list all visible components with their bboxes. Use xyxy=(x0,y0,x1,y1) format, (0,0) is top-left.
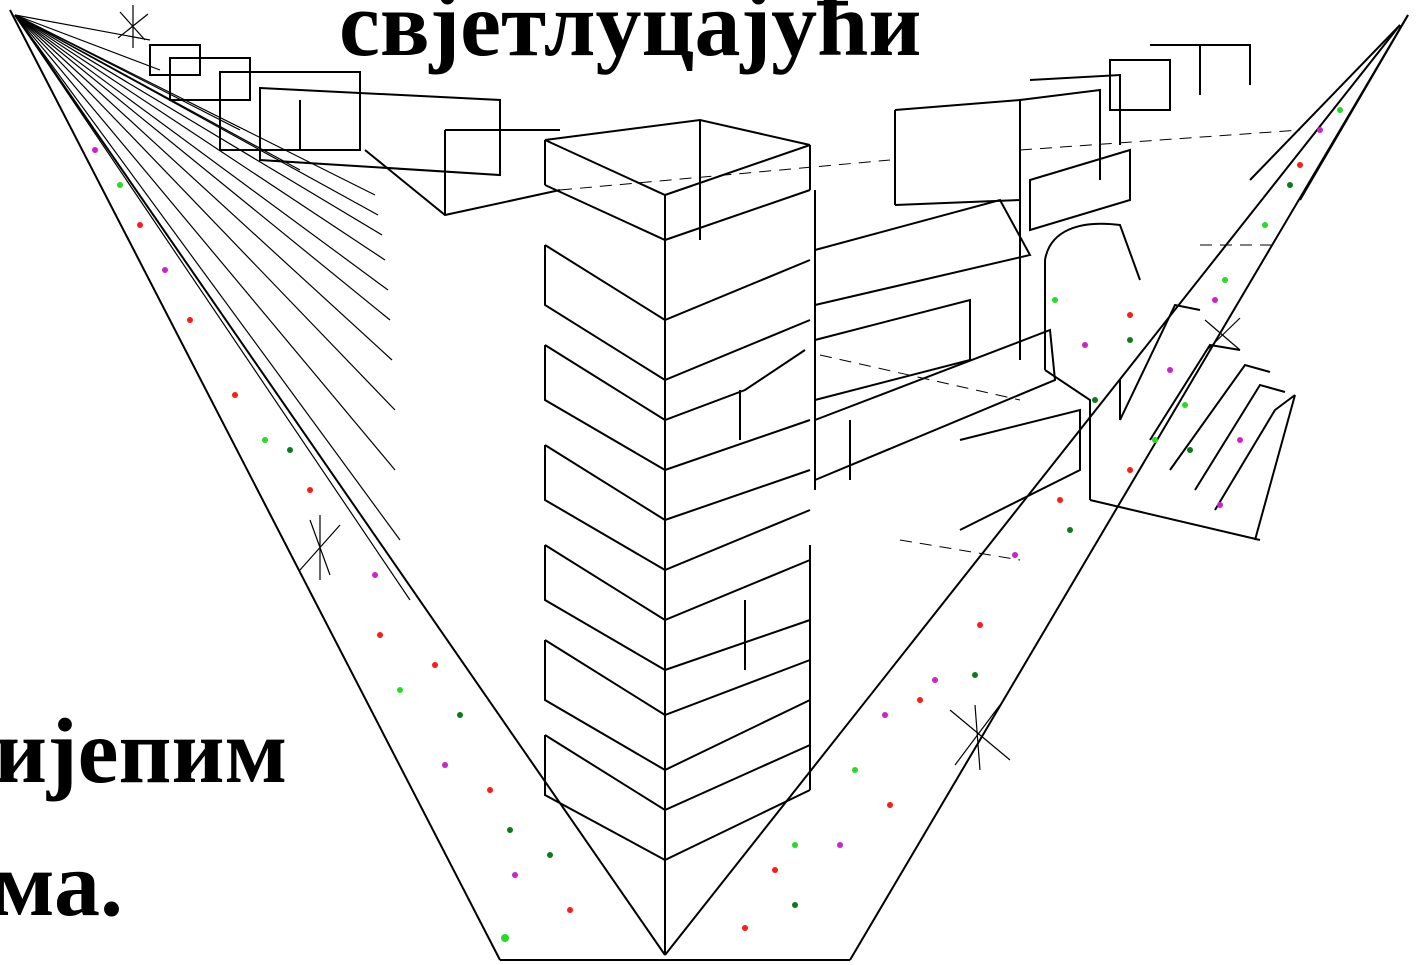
left-vanishing-rays xyxy=(14,14,411,601)
caption-top-text: свјетлуцајући xyxy=(339,0,922,75)
corner-building xyxy=(544,118,816,955)
caption-bottom-text: ма. xyxy=(0,833,124,935)
caption-middle-text: ијепим xyxy=(0,700,288,802)
construction-lines xyxy=(559,129,1301,561)
sparkles xyxy=(117,5,1241,771)
left-sidewalk xyxy=(9,9,850,961)
left-rooftops xyxy=(149,44,561,217)
sidewalk-dots xyxy=(92,107,1343,942)
right-building xyxy=(814,44,1261,541)
staircase xyxy=(1119,303,1296,541)
